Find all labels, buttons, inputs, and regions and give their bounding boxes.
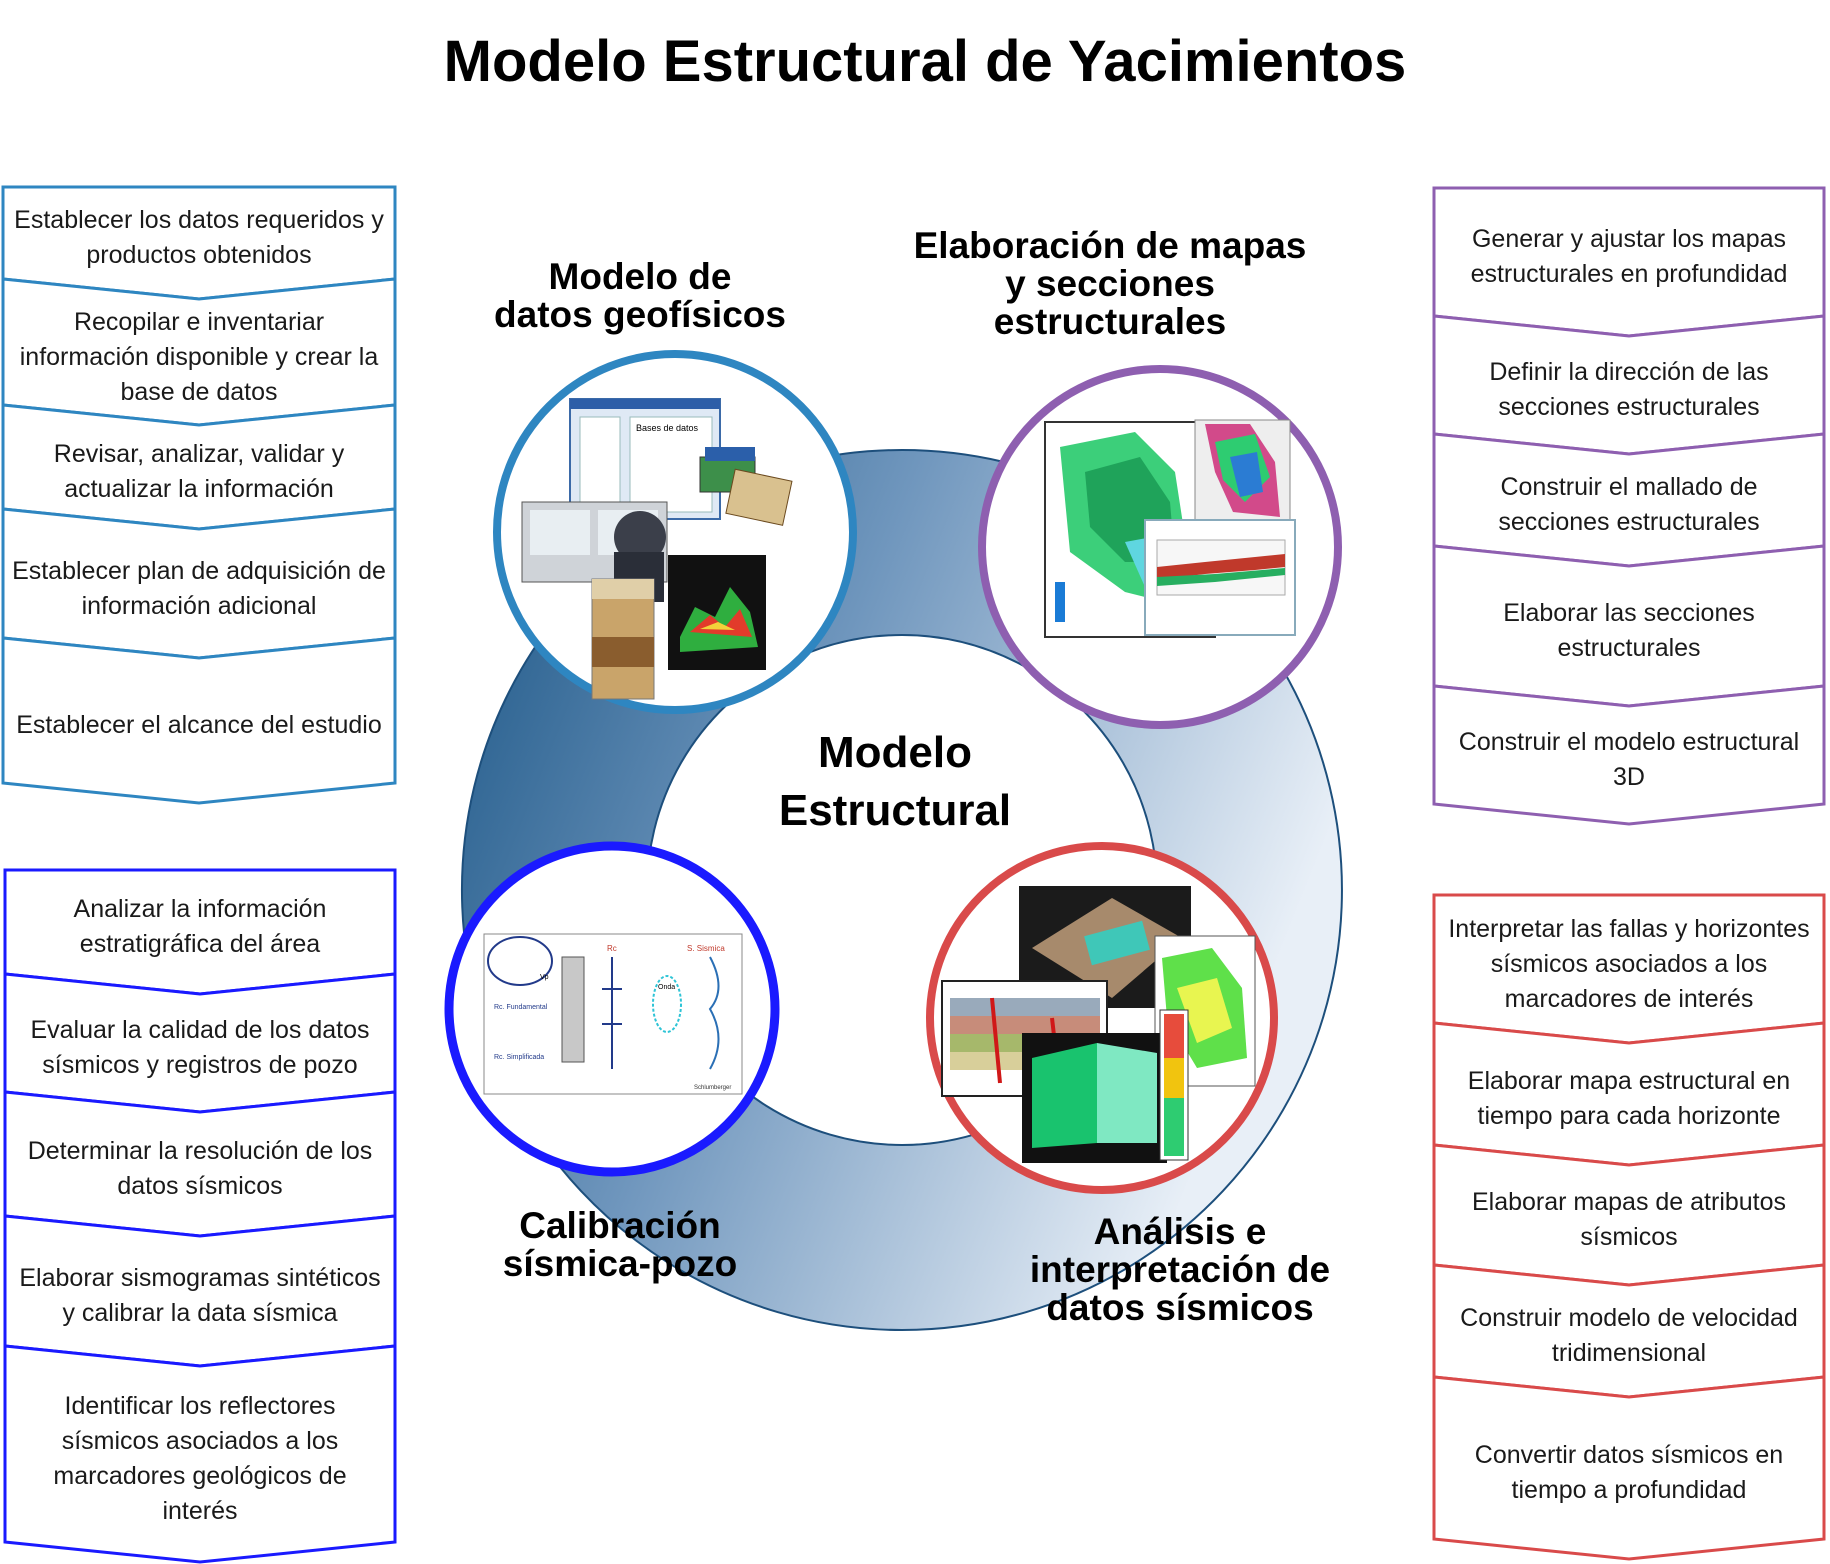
calibracion-fundamental-label: Rc. Fundamental [494, 1004, 548, 1011]
phase-label-line: Modelo de [548, 256, 732, 297]
chevron-step-text: Elaborar las secciones estructurales [1503, 599, 1755, 662]
chevron-step-text: Establecer plan de adquisición de inform… [12, 556, 386, 620]
stack-top-right: Generar y ajustar los mapas estructurale… [1432, 186, 1826, 826]
calibracion-simplificada-label: Rc. Simplificada [494, 1054, 544, 1061]
center-label-line2: Estructural [778, 786, 1012, 835]
phase-label-line: Calibración [519, 1205, 721, 1246]
chevron-step-text: Convertir datos sísmicos en tiempo a pro… [1474, 1441, 1784, 1504]
chevron-step-text: Identificar los reflectores sísmicos aso… [53, 1392, 347, 1525]
phase-label-geofisicos: Modelo de datos geofísicos [470, 258, 810, 334]
chevron-step-shape [3, 1344, 397, 1564]
chevron-step-text: Recopilar e inventariar información disp… [19, 307, 379, 406]
chevron-step-shape [1, 636, 397, 805]
chevron-step-text: Interpretar las fallas y horizontes sísm… [1448, 914, 1810, 1013]
calibracion-vp-label: Vp [540, 974, 549, 981]
calibracion-schlumberger-label: Schlumberger [694, 1085, 731, 1091]
chevron-step-text: Determinar la resolución de los datos sí… [27, 1137, 373, 1200]
phase-label-line: y secciones [1005, 263, 1215, 304]
phase-label-line: datos geofísicos [494, 294, 786, 335]
structural-maps-image [1044, 419, 1296, 638]
page-title: Modelo Estructural de Yacimientos [443, 29, 1407, 94]
phase-label-line: datos sísmicos [1046, 1287, 1314, 1328]
center-label: Modelo Estructural [735, 724, 1055, 840]
chevron-step-text: Construir modelo de velocidad tridimensi… [1460, 1304, 1798, 1367]
synthetic-seismogram-image: Rc S. Sismica Onda Rc. Fundamental Rc. S… [483, 933, 743, 1095]
phase-label-line: Análisis e [1093, 1211, 1267, 1252]
chevron-step-text: Revisar, analizar, validar y actualizar … [53, 440, 345, 503]
stack-top-left: Establecer los datos requeridos y produc… [1, 185, 397, 805]
phase-label-line: interpretación de [1029, 1249, 1331, 1290]
chevron-step-text: Elaborar mapas de atributos sísmicos [1471, 1188, 1787, 1251]
phase-label-line: Elaboración de mapas [913, 225, 1307, 266]
calibracion-sismica-label: S. Sismica [687, 944, 725, 953]
phase-label-analisis: Análisis e interpretación de datos sísmi… [1000, 1213, 1360, 1327]
chevron-step-text: Definir la dirección de las secciones es… [1489, 358, 1769, 421]
chevron-step-text: Establecer el alcance del estudio [16, 711, 382, 739]
chevron-step-text: Generar y ajustar los mapas estructurale… [1470, 225, 1788, 288]
center-label-line1: Modelo [818, 728, 972, 777]
phase-circle-calibracion[interactable]: Rc S. Sismica Onda Rc. Fundamental Rc. S… [442, 839, 782, 1179]
chevron-step-text: Establecer los datos requeridos y produc… [14, 206, 384, 269]
stack-bottom-right: Interpretar las fallas y horizontes sísm… [1432, 893, 1826, 1561]
chevron-step-text: Construir el modelo estructural 3D [1458, 728, 1800, 791]
database-window-label: Bases de datos [636, 423, 699, 433]
phase-label-line: estructurales [993, 301, 1227, 342]
chevron-stack-shapes [1432, 186, 1826, 826]
seismic-cubes-image [941, 886, 1256, 1163]
phase-circle-geofisicos[interactable]: Bases de datos [490, 347, 860, 717]
chevron-step-text: Construir el mallado de secciones estruc… [1498, 473, 1760, 536]
chevron-step-text: Evaluar la calidad de los datos sísmicos… [30, 1016, 370, 1079]
phase-label-calibracion: Calibración sísmica-pozo [470, 1207, 770, 1283]
chevron-stack-shapes [1, 185, 397, 805]
chevron-stack-shapes [3, 868, 397, 1564]
chevron-step-shape [1432, 684, 1826, 826]
phase-circle-mapas[interactable] [975, 362, 1345, 732]
calibracion-rc-label: Rc [607, 944, 617, 953]
chevron-step-shape [1432, 1375, 1826, 1561]
database-photos-image: Bases de datos [521, 398, 793, 700]
phase-label-line: sísmica-pozo [502, 1243, 738, 1284]
phase-circle-analisis[interactable] [922, 838, 1282, 1198]
chevron-step-text: Analizar la información estratigráfica d… [73, 895, 327, 958]
chevron-step-text: Elaborar sismogramas sintéticos y calibr… [19, 1264, 381, 1327]
stack-bottom-left: Analizar la información estratigráfica d… [3, 868, 397, 1564]
phase-label-mapas: Elaboración de mapas y secciones estruct… [900, 227, 1320, 341]
chevron-stack-shapes [1432, 893, 1826, 1561]
calibracion-onda-label: Onda [658, 984, 675, 991]
chevron-step-text: Elaborar mapa estructural en tiempo para… [1467, 1067, 1791, 1130]
